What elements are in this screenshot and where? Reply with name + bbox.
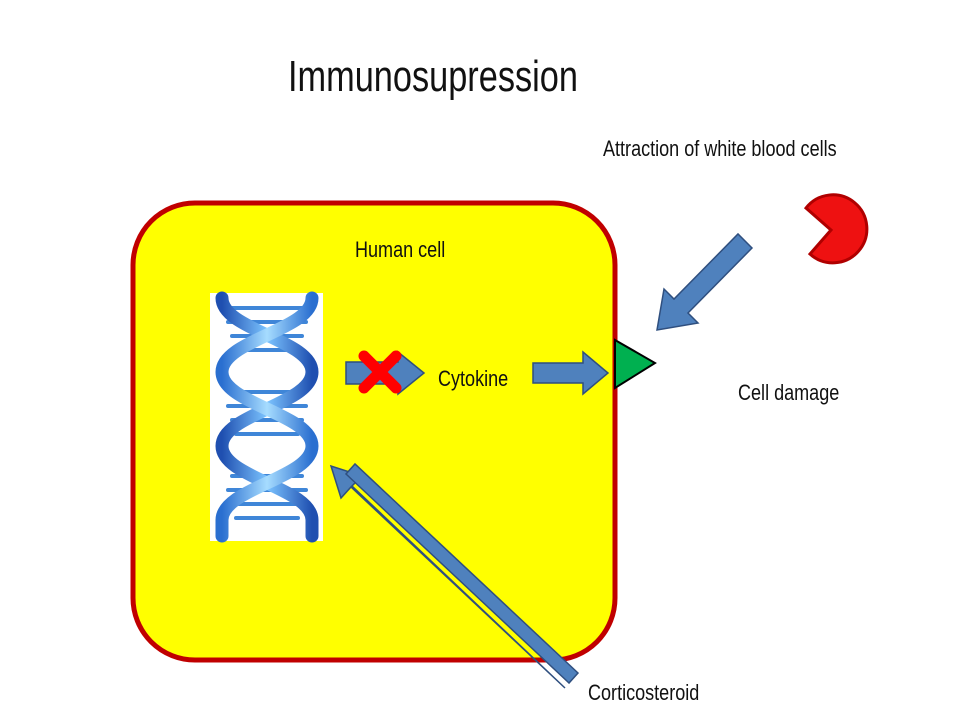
human-cell-shape xyxy=(130,200,618,663)
attraction-arrow xyxy=(656,232,754,331)
cytokine-arrow xyxy=(532,350,610,396)
corticosteroid-arrow xyxy=(329,464,566,689)
triangle-receptor-icon xyxy=(614,338,657,390)
dna-helix-icon xyxy=(210,291,323,543)
slide-title: Immunosupression xyxy=(288,52,578,101)
cell-damage-label: Cell damage xyxy=(738,380,840,405)
pacman-wbc-icon xyxy=(803,193,869,265)
attraction-label: Attraction of white blood cells xyxy=(603,136,837,161)
corticosteroid-label: Corticosteroid xyxy=(588,680,700,705)
human-cell-label: Human cell xyxy=(355,237,446,262)
red-x-icon xyxy=(358,350,402,394)
cytokine-label: Cytokine xyxy=(438,366,509,391)
